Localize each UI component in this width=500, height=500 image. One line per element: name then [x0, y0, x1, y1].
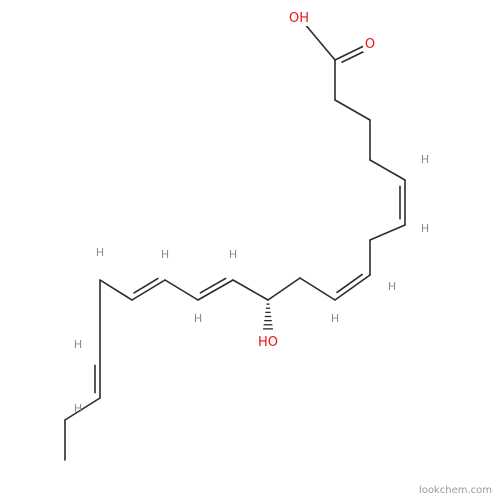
- hydrogen-label: H: [331, 312, 339, 325]
- acid-hydroxyl-label-bg: [288, 9, 310, 26]
- hydrogen-label: H: [161, 248, 169, 261]
- double-bond-inner-c8-c9: [336, 273, 363, 294]
- bond-layer: [64, 16, 406, 461]
- single-bond-c9-c10: [299, 277, 336, 301]
- single-bond-c2-c3: [334, 99, 371, 121]
- single-bond-c13-c14: [164, 279, 199, 301]
- double-bond-main-c12-c13: [197, 279, 234, 301]
- hydrogen-label: H: [74, 338, 82, 351]
- stereo-bond-layer: [263, 303, 273, 330]
- single-bond-c15-c16: [99, 279, 133, 301]
- acid-carbonyl-label: O: [365, 37, 375, 52]
- hydrogen-label: H: [96, 246, 104, 259]
- hydrogen-label: H: [74, 402, 82, 415]
- alcohol-hydroxyl-label-bg: [257, 333, 279, 350]
- single-bond-c11-c12: [232, 279, 269, 301]
- watermark: lookchem.com: [418, 485, 492, 496]
- alcohol-hydroxyl-label: HO: [258, 335, 278, 350]
- acid-carbonyl-label-bg: [363, 35, 377, 52]
- hydrogen-label: H: [421, 153, 429, 166]
- hydrogen-label: H: [229, 248, 237, 261]
- single-bond-c10-c11: [267, 277, 301, 301]
- single-bond-c6-c7: [369, 224, 406, 241]
- hydrogen-label: H: [388, 280, 396, 293]
- double-bond-main-c8-c9: [334, 274, 371, 301]
- hydrogen-label: H: [421, 222, 429, 235]
- double-bond-main-c14-c15: [131, 279, 166, 301]
- double-bond-inner-c12-c13: [199, 277, 227, 294]
- single-bond-c4-c5: [369, 159, 406, 181]
- acid-hydroxyl-label: OH: [289, 11, 309, 26]
- single-bond-c19-c20: [64, 397, 101, 421]
- double-bond-inner-c14-c15: [133, 277, 159, 294]
- hydrogen-label-layer: H H H H H H H H H H: [74, 153, 429, 415]
- hydrogen-label: H: [194, 312, 202, 325]
